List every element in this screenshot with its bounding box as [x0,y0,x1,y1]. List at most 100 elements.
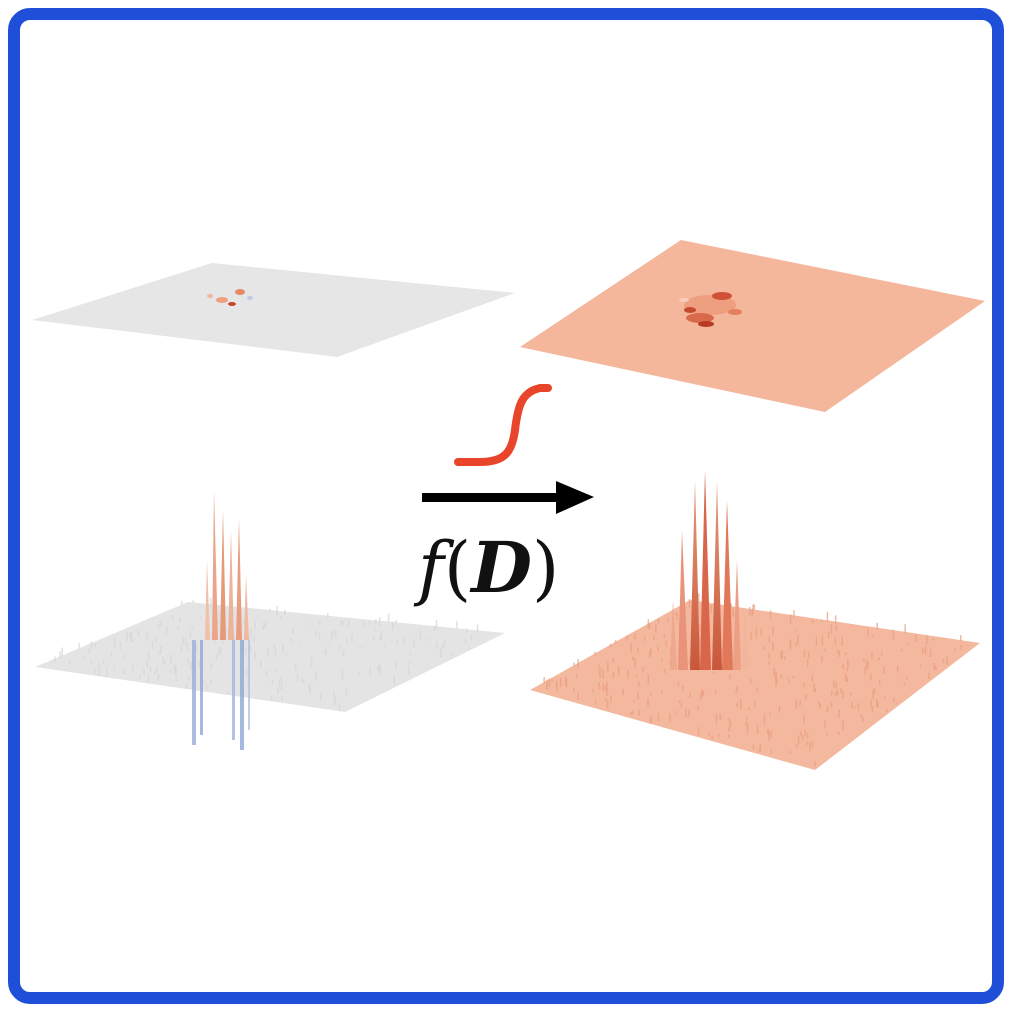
surface-noise-spike [606,682,608,691]
surface-noise-spike [933,663,936,670]
surface-noise-spike [638,681,640,687]
surface-noise-spike [826,706,829,713]
surface-noise-spike [162,656,164,665]
surface-noise-spike [634,658,636,668]
surface-noise-spike [373,636,375,640]
surface-noise-spike [560,678,562,687]
surface-noise-spike [351,634,353,641]
surface-noise-spike [456,620,458,629]
surface-noise-spike [873,688,876,694]
surface-noise-spike [730,603,732,610]
surface-noise-spike [199,616,202,620]
surface-noise-spike [821,635,824,646]
surface-noise-spike [254,651,256,660]
surface-noise-spike [190,666,193,669]
surface-noise-spike [647,698,649,707]
surface-noise-spike [573,688,575,692]
surface-noise-spike [826,733,828,736]
surface-noise-spike [678,700,681,703]
surface-noise-spike [599,667,601,674]
surface-noise-spike [919,664,922,668]
right-surface-spikes [670,470,749,670]
surface-noise-spike [736,686,738,691]
surface-noise-spike [119,641,122,650]
surface-noise-spike [900,648,903,652]
surface-noise-spike [301,678,303,683]
left-top-plane [32,263,515,357]
surface-noise-spike [233,634,236,642]
surface-noise-spike [649,651,651,658]
surface-noise-spike [736,702,738,708]
surface-noise-spike [159,621,162,627]
surface-noise-spike [650,693,652,696]
surface-noise-spike [811,675,814,682]
surface-noise-spike [778,706,781,713]
surface-noise-spike [189,631,192,638]
surface-noise-spike [210,679,212,684]
surface-noise-spike [107,663,109,666]
surface-noise-spike [718,734,720,737]
surface-noise-spike [186,643,189,652]
surface-noise-spike [775,671,777,682]
surface-noise-spike [760,628,762,636]
surface-noise-spike [147,676,150,683]
surface-noise-spike [835,681,838,690]
surface-noise-spike [784,656,786,660]
surface-noise-spike [753,604,755,610]
surface-noise-spike [841,637,843,647]
surface-noise-spike [614,640,617,645]
surface-noise-spike [565,676,567,686]
surface-noise-spike [863,658,865,663]
surface-noise-spike [114,637,116,647]
surface-noise-spike [711,735,713,740]
surface-noise-spike [714,690,717,695]
surface-noise-spike [546,679,548,690]
surface-noise-spike [345,689,348,697]
surface-noise-spike [435,641,438,650]
surface-noise-spike [906,676,908,681]
surface-noise-spike [94,669,96,674]
surface-noise-spike [880,652,883,656]
surface-noise-spike [374,630,377,633]
surface-noise-spike [419,630,422,639]
surface-noise-spike [346,638,348,643]
surface-noise-spike [342,621,344,625]
surface-noise-spike [728,734,730,738]
surface-noise-spike [379,635,381,640]
surface-noise-spike [806,733,809,739]
surface-noise-spike [290,638,293,642]
surface-noise-spike [814,688,816,693]
surface-noise-spike [814,761,816,767]
surface-noise-spike [273,645,276,649]
surface-noise-spike [795,628,797,632]
surface-noise-spike [279,616,282,621]
surface-noise-spike [186,683,188,689]
surface-noise-spike [770,749,773,754]
surface-noise-spike [799,699,801,706]
surface-noise-spike [267,647,269,657]
surface-noise-spike [795,642,797,647]
surface-noise-spike [838,709,840,718]
surface-noise-spike [214,642,216,645]
surface-noise-spike [284,609,286,616]
surface-noise-spike [296,674,299,682]
surface-noise-spike [842,691,844,699]
surface-noise-spike [669,713,671,722]
surface-noise-spike [98,669,101,676]
surface-noise-spike [708,732,710,736]
surface-noise-spike [334,698,337,703]
surface-noise-spike [188,675,190,681]
transform-argument: D [469,526,532,609]
surface-noise-spike [306,622,309,626]
surface-noise-spike [763,645,765,651]
surface-noise-spike [636,675,638,678]
surface-noise-spike [697,593,700,602]
surface-noise-spike [90,660,92,664]
surface-noise-spike [280,681,283,691]
surface-noise-spike [729,674,731,680]
surface-noise-spike [665,640,668,647]
surface-noise-spike [468,646,470,650]
surface-noise-spike [254,621,256,631]
surface-noise-spike [146,662,148,668]
surface-noise-spike [607,662,609,672]
